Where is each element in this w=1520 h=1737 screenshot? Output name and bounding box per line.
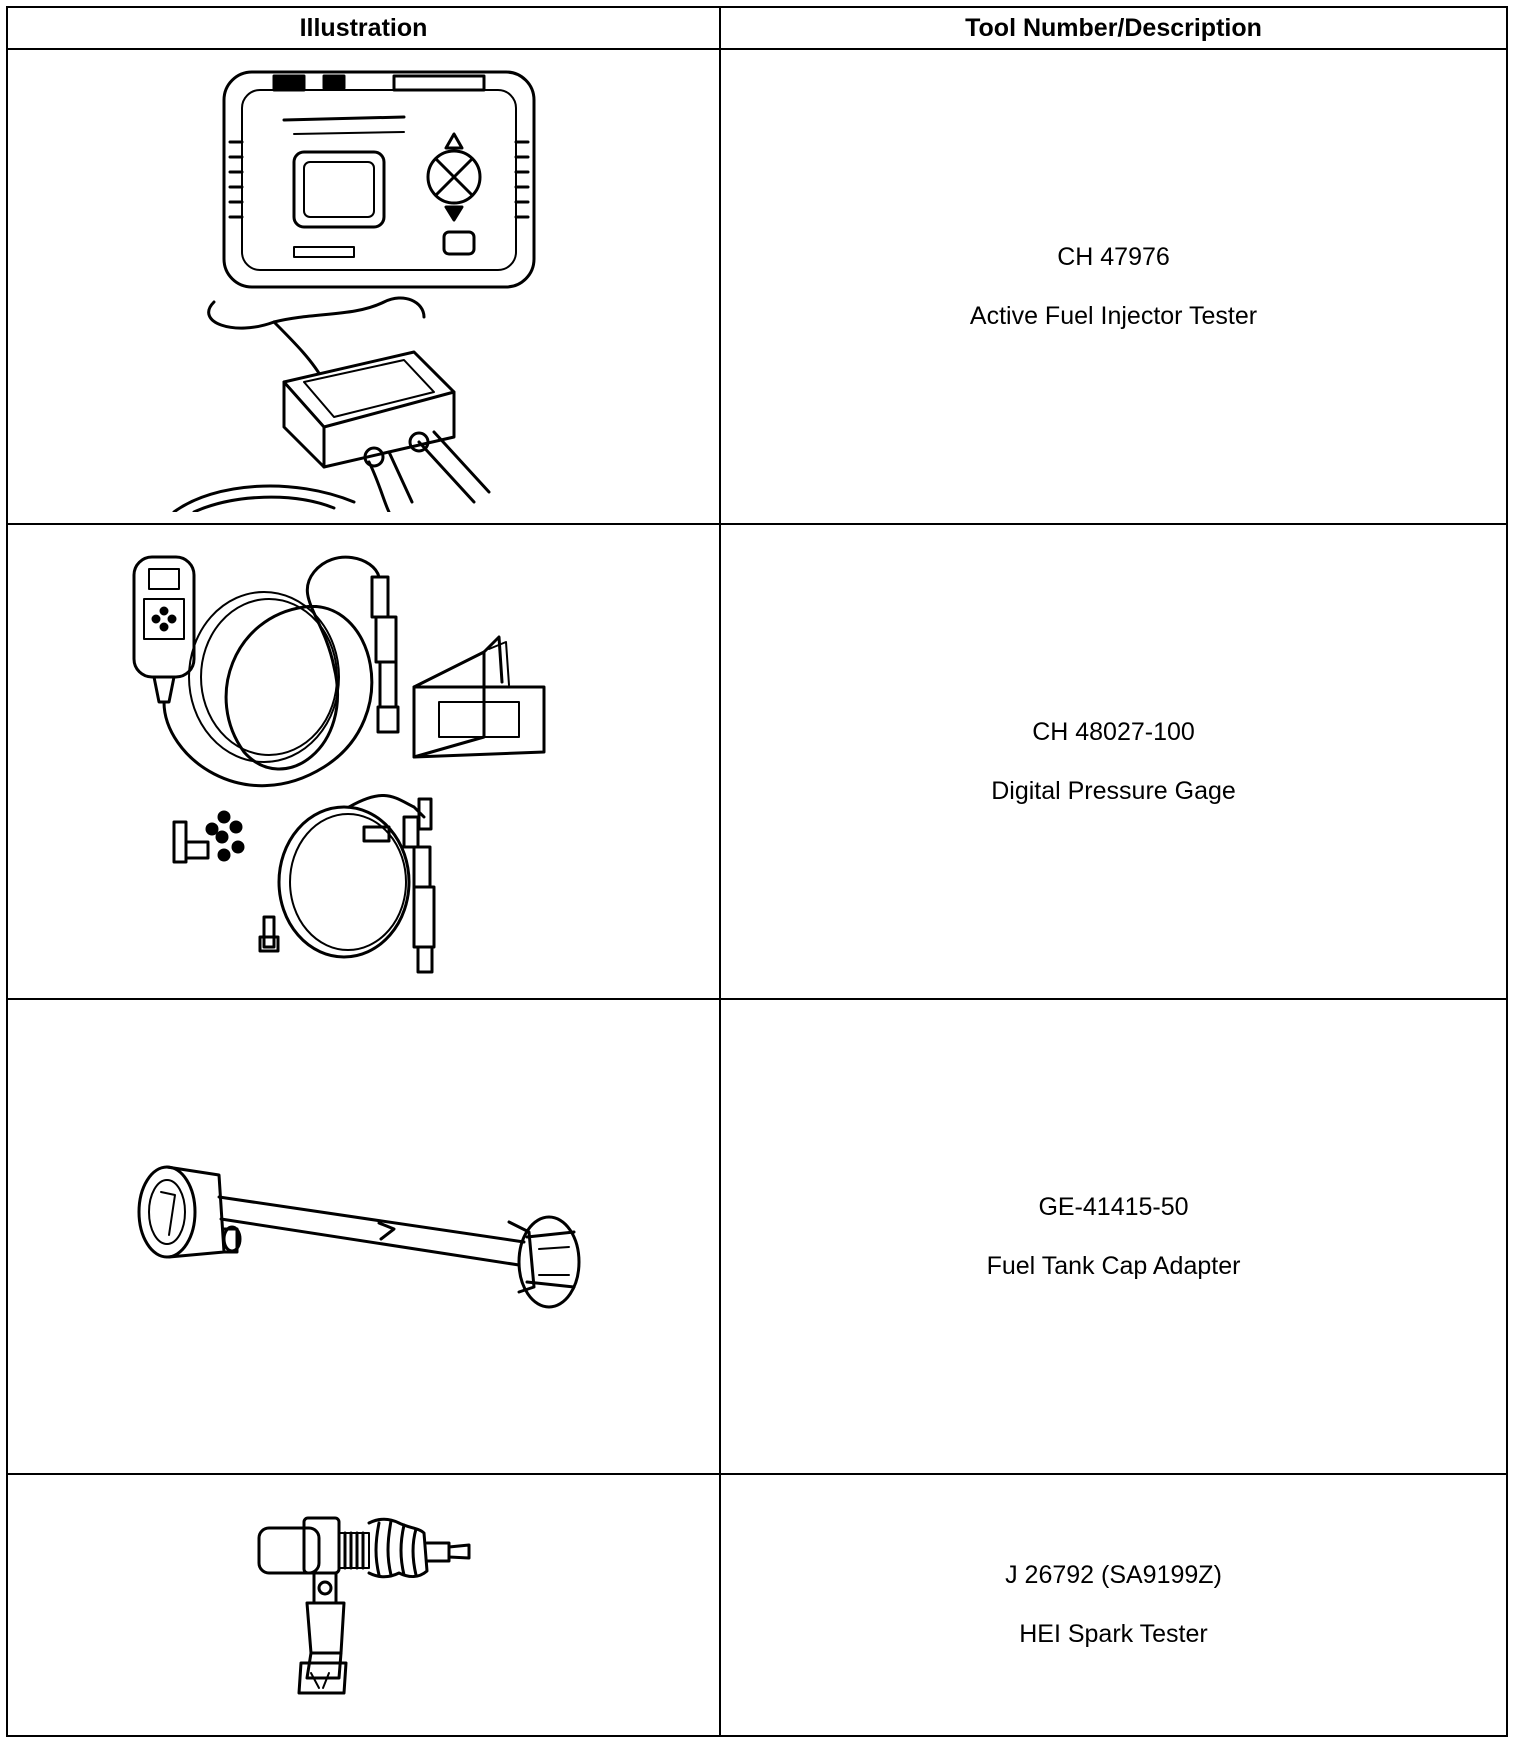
table-row: J 26792 (SA9199Z) HEI Spark Tester [6, 1473, 1508, 1737]
tool-description: HEI Spark Tester [1019, 1620, 1208, 1648]
illustration-cell [6, 998, 721, 1475]
description-cell: CH 48027-100 Digital Pressure Gage [719, 523, 1508, 1000]
illustration-cell [6, 1473, 721, 1737]
description-cell: J 26792 (SA9199Z) HEI Spark Tester [719, 1473, 1508, 1737]
digital-pressure-gage-icon [132, 555, 545, 973]
tools-table: Illustration Tool Number/Description [6, 6, 1508, 1737]
tool-description: Fuel Tank Cap Adapter [986, 1251, 1241, 1280]
header-illustration: Illustration [6, 6, 721, 50]
table-row: CH 48027-100 Digital Pressure Gage [6, 523, 1508, 1000]
fuel-injector-tester-icon [172, 70, 535, 512]
description-cell: GE-41415-50 Fuel Tank Cap Adapter [719, 998, 1508, 1475]
illustration-cell [6, 48, 721, 525]
tool-number: GE-41415-50 [1038, 1192, 1189, 1221]
description-cell: CH 47976 Active Fuel Injector Tester [719, 48, 1508, 525]
table-row: GE-41415-50 Fuel Tank Cap Adapter [6, 998, 1508, 1475]
illustration-cell [6, 523, 721, 1000]
tool-number: CH 47976 [1057, 242, 1170, 271]
tool-description: Digital Pressure Gage [991, 776, 1236, 805]
hei-spark-tester-icon [257, 1516, 470, 1694]
fuel-tank-cap-adapter-icon [137, 1165, 580, 1308]
tool-description: Active Fuel Injector Tester [969, 301, 1258, 330]
tool-number: CH 48027-100 [1032, 717, 1195, 746]
tool-number: J 26792 (SA9199Z) [1005, 1561, 1222, 1589]
table-row: CH 47976 Active Fuel Injector Tester [6, 48, 1508, 525]
header-row: Illustration Tool Number/Description [6, 6, 1508, 50]
header-tool-number: Tool Number/Description [719, 6, 1508, 50]
